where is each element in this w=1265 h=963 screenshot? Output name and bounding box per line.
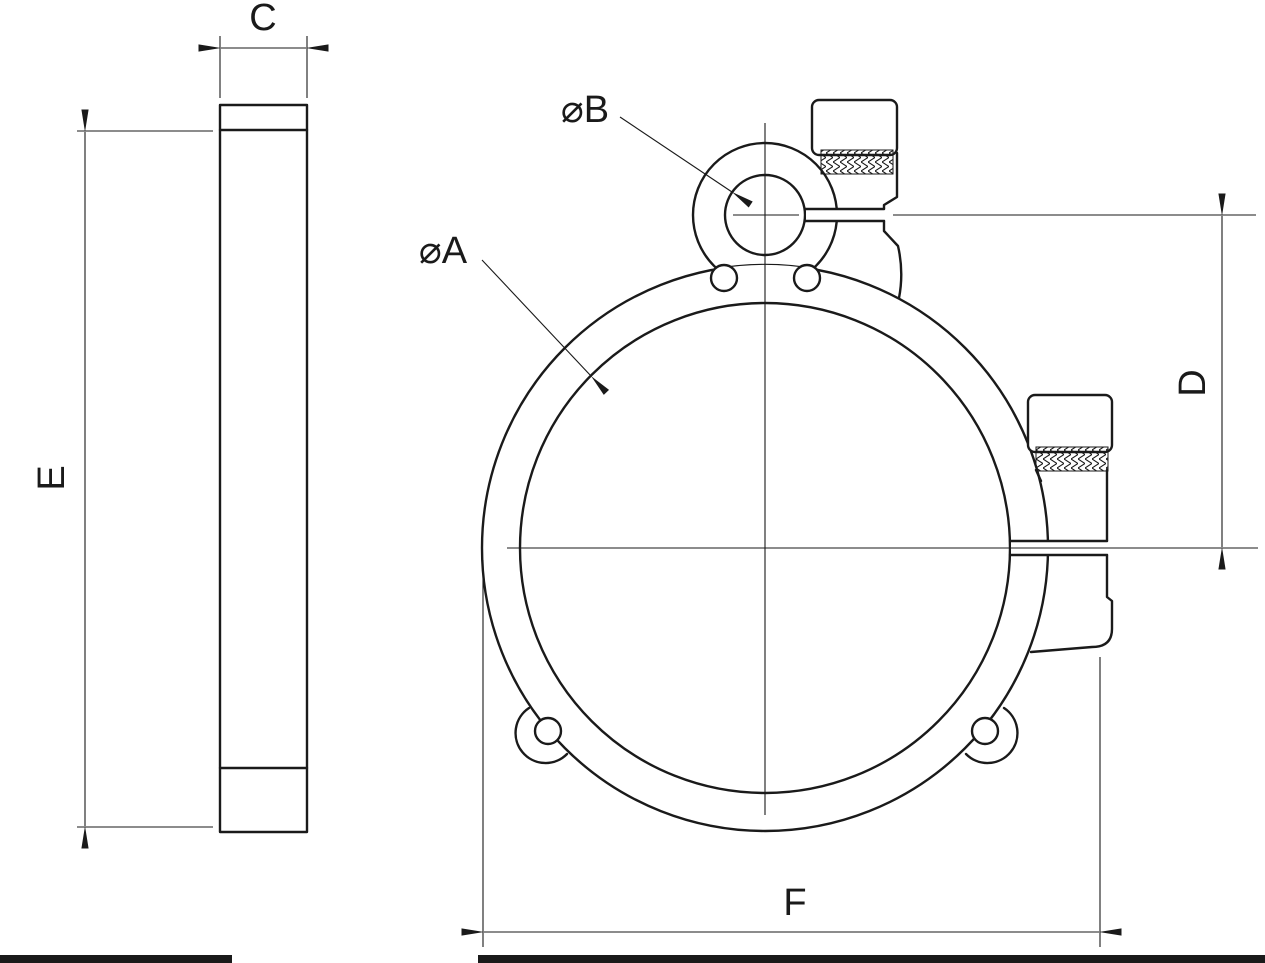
side-view-body: [218, 103, 309, 834]
hole-bottom-right: [970, 716, 1000, 746]
dia-b-label: ⌀B: [561, 89, 609, 131]
dia-a-leader: [481, 259, 610, 395]
dim-c-label: C: [249, 0, 276, 39]
dimension-f: F: [461, 560, 1122, 947]
upper-lug-contour: [882, 151, 903, 300]
hole-top-left: [709, 263, 739, 293]
callout-dia-b: ⌀B: [561, 89, 753, 208]
middle-screw-thread-hatch: [1035, 446, 1109, 472]
front-view: [480, 98, 1258, 833]
middle-screw-lug: [1026, 393, 1114, 654]
side-view: [218, 103, 309, 834]
dia-a-label: ⌀A: [419, 230, 468, 272]
hole-top-right: [792, 263, 822, 293]
upper-screw-lug: [810, 98, 903, 300]
top-slit-gap: [806, 208, 884, 222]
dim-d-label: D: [1172, 369, 1214, 396]
dim-f-label: F: [783, 882, 806, 924]
middle-screw-head: [1026, 393, 1114, 454]
ear-left-outline: [514, 706, 569, 765]
dimension-e: E: [31, 109, 213, 849]
dimension-d: D: [893, 193, 1256, 570]
bottom-border-strip-right: [478, 955, 1265, 963]
middle-lug-contour: [1029, 468, 1114, 654]
dim-e-label: E: [31, 465, 73, 490]
upper-screw-head: [810, 98, 899, 157]
dimension-c: C: [198, 0, 329, 98]
ear-right-outline: [964, 706, 1019, 765]
upper-screw-thread-hatch: [820, 149, 894, 175]
callout-dia-a: ⌀A: [419, 230, 610, 395]
hole-bottom-left: [533, 716, 563, 746]
bottom-border-strip-left: [0, 955, 232, 963]
dia-b-leader: [619, 116, 753, 208]
